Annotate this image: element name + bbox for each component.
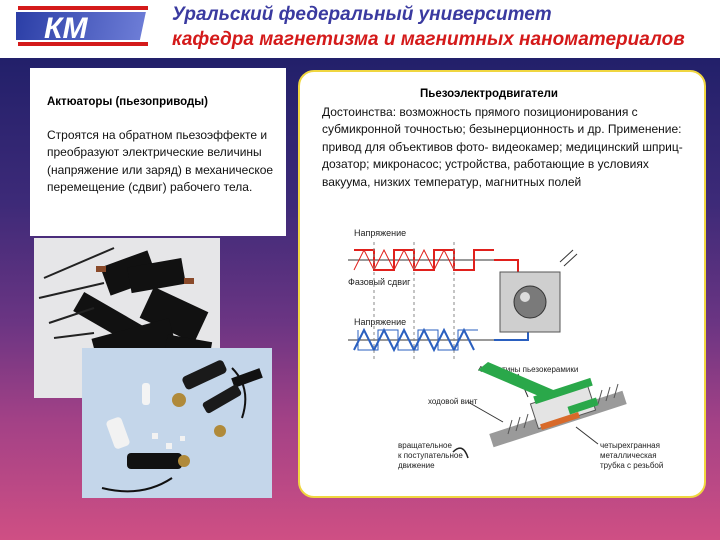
piezo-motor-diagram: Напряжение Фазовый сдвиг Напряжение bbox=[328, 222, 688, 492]
phase-shift-label: Фазовый сдвиг bbox=[348, 277, 411, 287]
motion-label-2: к поступательное bbox=[398, 451, 463, 460]
voltage-label-1: Напряжение bbox=[354, 228, 406, 238]
tube-label-2: металлическая bbox=[600, 451, 657, 460]
tube-label-3: трубка с резьбой bbox=[600, 461, 663, 470]
motor-rotor bbox=[513, 285, 547, 319]
plates-label: 4 пластины пьезокерамики bbox=[478, 365, 578, 374]
right-heading: Пьезоэлектродвигатели bbox=[420, 88, 558, 100]
voltage-label-2: Напряжение bbox=[354, 317, 406, 327]
screw-label: ходовой винт bbox=[428, 397, 478, 406]
piezo-components-photo bbox=[82, 348, 272, 498]
left-heading: Актюаторы (пьезоприводы) bbox=[47, 96, 208, 108]
right-paragraph: Достоинства: возможность прямого позицио… bbox=[322, 105, 683, 189]
university-title: Уральский федеральный университет bbox=[172, 4, 552, 25]
km-logo: КМ bbox=[16, 6, 148, 46]
header: КМ Уральский федеральный университет каф… bbox=[0, 0, 720, 58]
left-text-panel bbox=[30, 68, 286, 236]
department-title: кафедра магнетизма и магнитных наноматер… bbox=[172, 29, 685, 50]
logo-text: КМ bbox=[44, 12, 88, 45]
tube-label-1: четырехгранная bbox=[600, 441, 660, 450]
left-paragraph: Строятся на обратном пьезоэффекте и прео… bbox=[47, 128, 274, 195]
red-voltage-wave bbox=[354, 249, 494, 271]
motion-label-3: движение bbox=[398, 461, 435, 470]
motion-label-1: вращательное bbox=[398, 441, 452, 450]
